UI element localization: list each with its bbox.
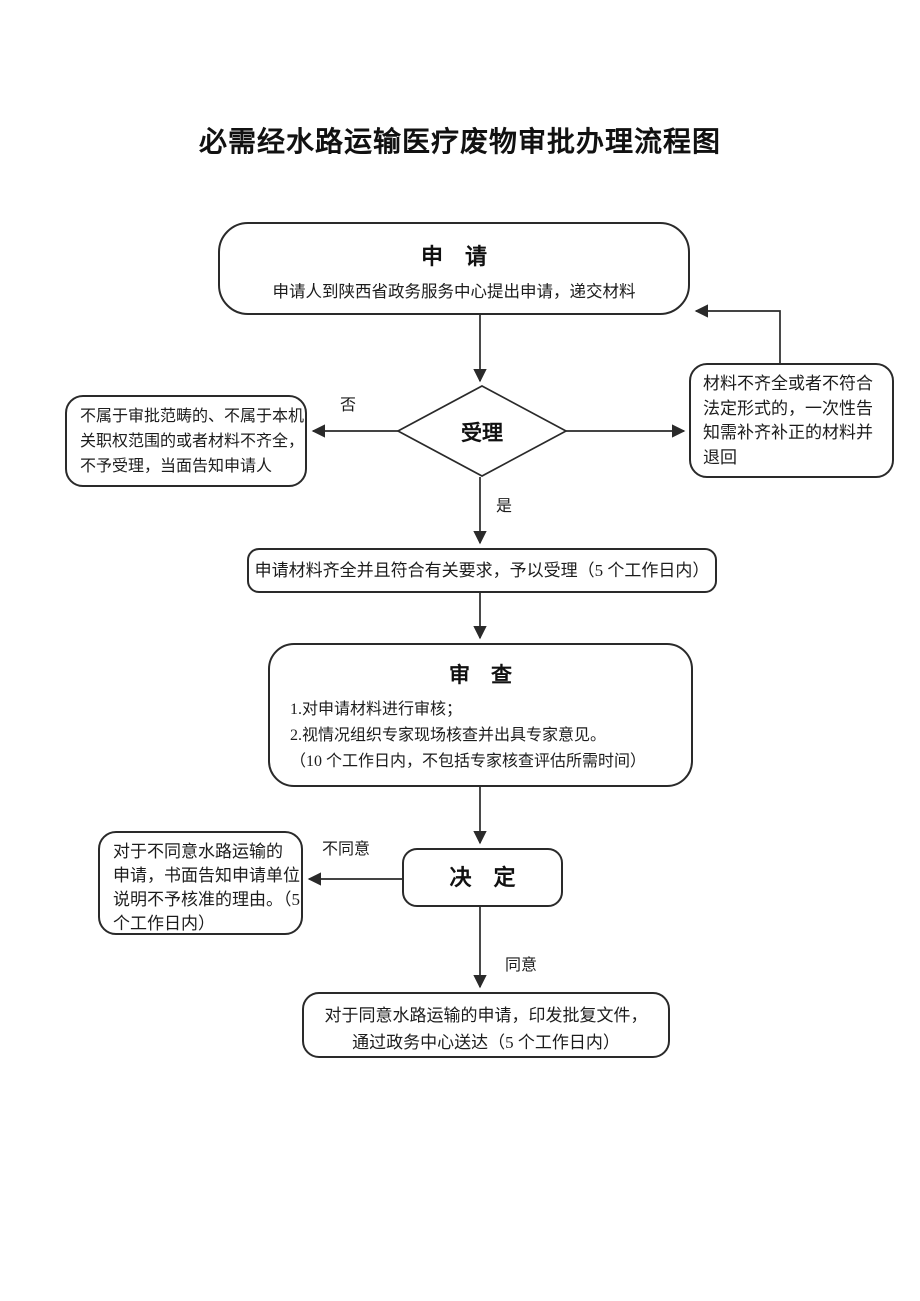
- text-line: 法定形式的，一次性告: [703, 398, 873, 418]
- text-line: 退回: [703, 447, 737, 467]
- text-line: 材料不齐全或者不符合: [703, 374, 873, 393]
- edge-label-no: 否: [340, 397, 357, 414]
- text-line: 关职权范围的或者材料不齐全，: [80, 432, 305, 450]
- accept-decision-diamond: [396, 385, 568, 477]
- text-line: 不属于审批范畴的、不属于本机: [80, 408, 305, 425]
- node-apply: 申 请 申请人到陕西省政务服务中心提出申请，递交材料: [218, 222, 690, 315]
- text-line: （10 个工作日内，不包括专家核查评估所需时间）: [290, 752, 647, 770]
- node-agree-delivery: 对于同意水路运输的申请，印发批复文件， 通过政务中心送达（5 个工作日内）: [302, 992, 670, 1058]
- apply-desc: 申请人到陕西省政务服务中心提出申请，递交材料: [272, 282, 636, 301]
- node-disagree-notice: 对于不同意水路运输的 申请，书面告知申请单位 说明不予核准的理由。（5 个工作日…: [98, 831, 303, 935]
- edge-label-agree: 同意: [505, 957, 538, 974]
- text-line: 说明不予核准的理由。（5: [113, 890, 300, 910]
- node-supplement-notice: 材料不齐全或者不符合 法定形式的，一次性告 知需补齐补正的材料并 退回: [689, 363, 894, 478]
- text-line: 2.视情况组织专家现场核查并出具专家意见。: [290, 726, 607, 744]
- text-line: 1.对申请材料进行审核；: [290, 701, 463, 718]
- page-title: 必需经水路运输医疗废物审批办理流程图: [198, 126, 721, 157]
- node-decide: 决 定: [402, 848, 563, 907]
- accept-decision-label: 受理: [461, 421, 503, 445]
- text-line: 知需补齐补正的材料并: [703, 423, 873, 443]
- node-reject-notice: 不属于审批范畴的、不属于本机 关职权范围的或者材料不齐全， 不予受理，当面告知申…: [65, 395, 307, 487]
- text-line: 不予受理，当面告知申请人: [80, 457, 273, 475]
- node-accepted: 申请材料齐全并且符合有关要求，予以受理（5 个工作日内）: [247, 548, 717, 593]
- review-title: 审 查: [449, 663, 512, 687]
- accepted-text: 申请材料齐全并且符合有关要求，予以受理（5 个工作日内）: [254, 561, 710, 580]
- text-line: 对于同意水路运输的申请，印发批复文件，: [324, 1006, 648, 1025]
- apply-title: 申 请: [420, 244, 487, 269]
- text-line: 个工作日内）: [113, 914, 215, 934]
- edge-label-disagree: 不同意: [322, 841, 371, 858]
- edge-label-yes: 是: [496, 498, 513, 515]
- arrow-supplement-return-to-apply: [694, 304, 781, 363]
- text-line: 申请，书面告知申请单位: [113, 866, 300, 886]
- decide-label: 决 定: [449, 865, 516, 890]
- text-line: 通过政务中心送达（5 个工作日内）: [352, 1033, 620, 1053]
- text-line: 对于不同意水路运输的: [113, 842, 283, 861]
- node-review: 审 查 1.对申请材料进行审核； 2.视情况组织专家现场核查并出具专家意见。 （…: [268, 643, 693, 787]
